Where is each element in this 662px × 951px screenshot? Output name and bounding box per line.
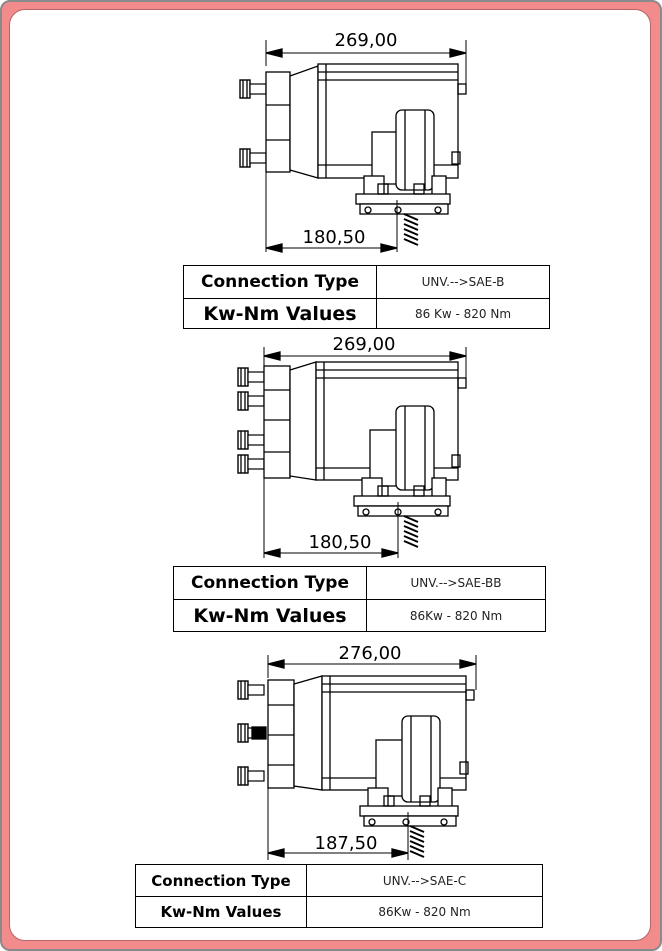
connection-type-value: UNV.-->SAE-C [306, 864, 543, 897]
assembly-1-drawing [239, 40, 467, 253]
assembly-1-offset-dimension: 180,50 [303, 227, 366, 248]
assembly-1-overall-dimension: 269,00 [335, 30, 398, 51]
assembly-3-drawing [237, 655, 477, 860]
assembly-2-drawing [237, 347, 467, 558]
assembly-2-offset-dimension: 180,50 [309, 532, 372, 553]
kw-nm-label: Kw-Nm Values [183, 298, 377, 329]
kw-nm-label: Kw-Nm Values [173, 599, 367, 632]
assembly-2-overall-dimension: 269,00 [333, 334, 396, 355]
kw-nm-label: Kw-Nm Values [135, 896, 307, 928]
connection-type-value: UNV.-->SAE-B [376, 265, 550, 299]
connection-type-label: Connection Type [173, 566, 367, 600]
kw-nm-value: 86Kw - 820 Nm [366, 599, 546, 632]
assembly-3-offset-dimension: 187,50 [315, 833, 378, 854]
assembly-3-overall-dimension: 276,00 [339, 643, 402, 664]
spec-table-3: Connection Type UNV.-->SAE-C Kw-Nm Value… [135, 864, 543, 928]
kw-nm-value: 86 Kw - 820 Nm [376, 298, 550, 329]
connection-type-label: Connection Type [183, 265, 377, 299]
connection-type-label: Connection Type [135, 864, 307, 897]
spec-table-2: Connection Type UNV.-->SAE-BB Kw-Nm Valu… [173, 566, 546, 632]
connection-type-value: UNV.-->SAE-BB [366, 566, 546, 600]
kw-nm-value: 86Kw - 820 Nm [306, 896, 543, 928]
spec-table-1: Connection Type UNV.-->SAE-B Kw-Nm Value… [183, 265, 550, 329]
